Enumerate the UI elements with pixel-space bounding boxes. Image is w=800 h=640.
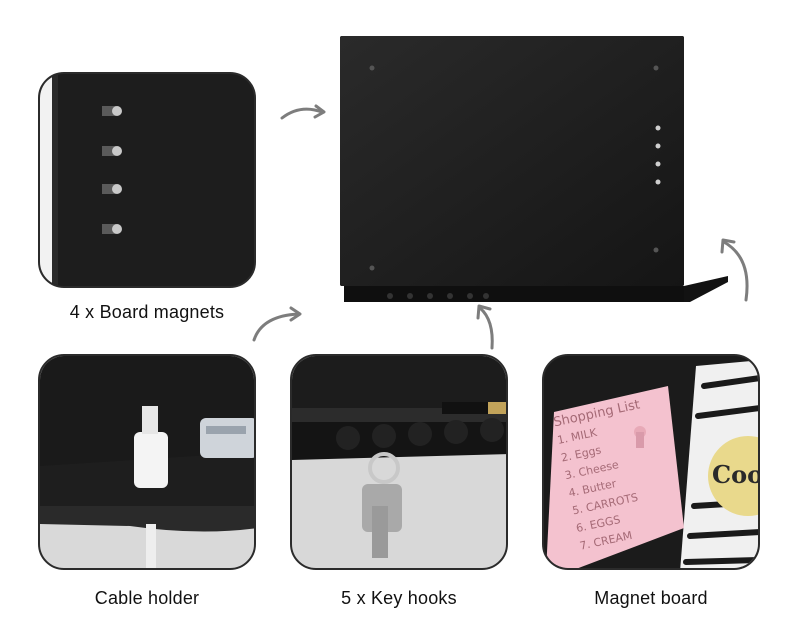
magnet-pin bbox=[102, 224, 122, 234]
cool-sticker-text: Cool bbox=[712, 460, 758, 489]
curved-arrow-icon bbox=[278, 100, 330, 130]
caption-board-magnets: 4 x Board magnets bbox=[69, 302, 225, 322]
board-magnets-panel bbox=[38, 72, 256, 288]
curved-arrow-icon bbox=[716, 234, 760, 304]
caption-cable-holder: Cable holder bbox=[94, 588, 200, 608]
product-board-image bbox=[330, 30, 730, 320]
magnet-pin bbox=[102, 184, 122, 194]
caption-magnet-board: Magnet board bbox=[594, 588, 708, 608]
magnet-pin bbox=[102, 146, 122, 156]
curved-arrow-icon bbox=[470, 300, 502, 352]
caption-key-hooks: 5 x Key hooks bbox=[341, 588, 457, 608]
curved-arrow-icon bbox=[248, 304, 308, 344]
cable-holder-panel bbox=[38, 354, 256, 570]
magnet-board-panel: Shopping List 1. MILK 2. Eggs 3. Cheese … bbox=[542, 354, 760, 570]
magnet-pin bbox=[102, 106, 122, 116]
key-hooks-panel bbox=[290, 354, 508, 570]
